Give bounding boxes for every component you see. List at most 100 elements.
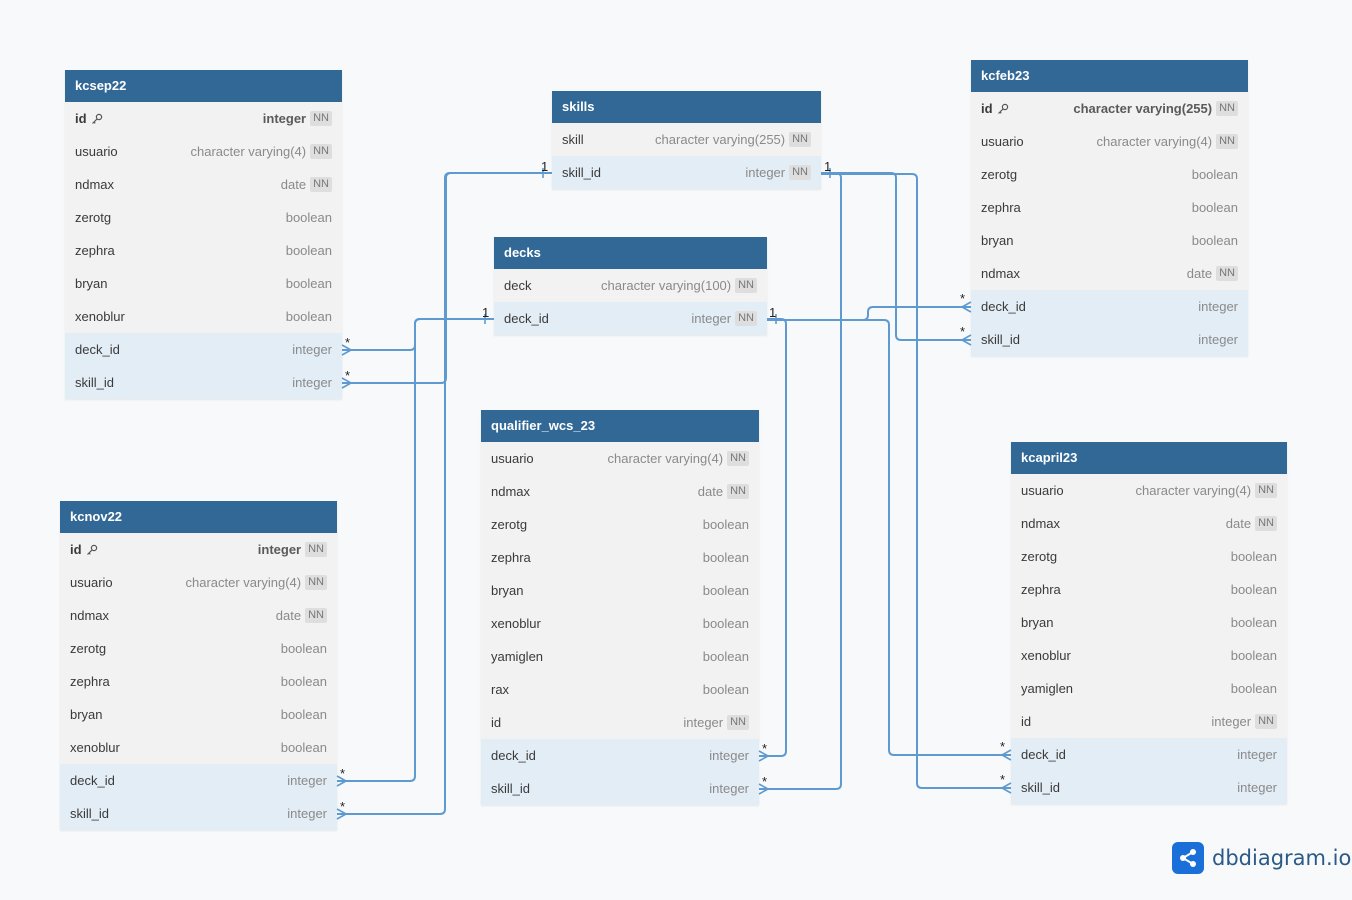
column-type-group: character varying(100)NN — [601, 278, 757, 293]
column-name: zerotg — [981, 167, 1018, 182]
column-type-group: character varying(4)NN — [191, 144, 332, 159]
column-row-zephra[interactable]: zephra boolean — [65, 234, 342, 267]
column-type: boolean — [1230, 549, 1277, 564]
table-header[interactable]: kcnov22 — [60, 501, 337, 533]
column-type-group: boolean — [1192, 233, 1238, 248]
column-name-group: deck_id — [1021, 747, 1066, 762]
column-name-group: ndmax — [1021, 516, 1060, 531]
column-name: zephra — [75, 243, 115, 258]
column-type-group: boolean — [1231, 681, 1277, 696]
column-type-group: boolean — [281, 707, 327, 722]
key-icon — [91, 113, 103, 125]
column-name: xenoblur — [491, 616, 541, 631]
table-header[interactable]: skills — [552, 91, 821, 123]
column-type-group: boolean — [1231, 648, 1277, 663]
brand-watermark[interactable]: dbdiagram.io — [1172, 842, 1351, 874]
column-name: xenoblur — [70, 740, 120, 755]
brand-text: dbdiagram.io — [1212, 846, 1352, 870]
column-type: integer — [683, 715, 724, 730]
table-header[interactable]: kcsep22 — [65, 70, 342, 102]
cardinality-label: * — [960, 291, 966, 306]
column-type: integer — [287, 806, 327, 821]
column-name-group: bryan — [1021, 615, 1054, 630]
column-name: ndmax — [1021, 516, 1061, 531]
column-name-group: usuario — [1021, 483, 1064, 498]
column-type-group: integer — [1198, 332, 1238, 347]
column-type-group: boolean — [703, 682, 749, 697]
table-header[interactable]: kcapril23 — [1011, 442, 1287, 474]
table-header[interactable]: qualifier_wcs_23 — [481, 410, 759, 442]
column-type-group: character varying(255)NN — [655, 132, 811, 147]
column-name: id — [981, 101, 993, 116]
table-header[interactable]: kcfeb23 — [971, 60, 1248, 92]
column-type-group: boolean — [286, 243, 332, 258]
column-type-group: character varying(4)NN — [186, 575, 327, 590]
column-type: boolean — [1230, 681, 1277, 696]
column-name: usuario — [981, 134, 1024, 149]
column-type-group: character varying(4)NN — [608, 451, 749, 466]
table-header[interactable]: decks — [494, 237, 767, 269]
column-name-group: bryan — [491, 583, 524, 598]
